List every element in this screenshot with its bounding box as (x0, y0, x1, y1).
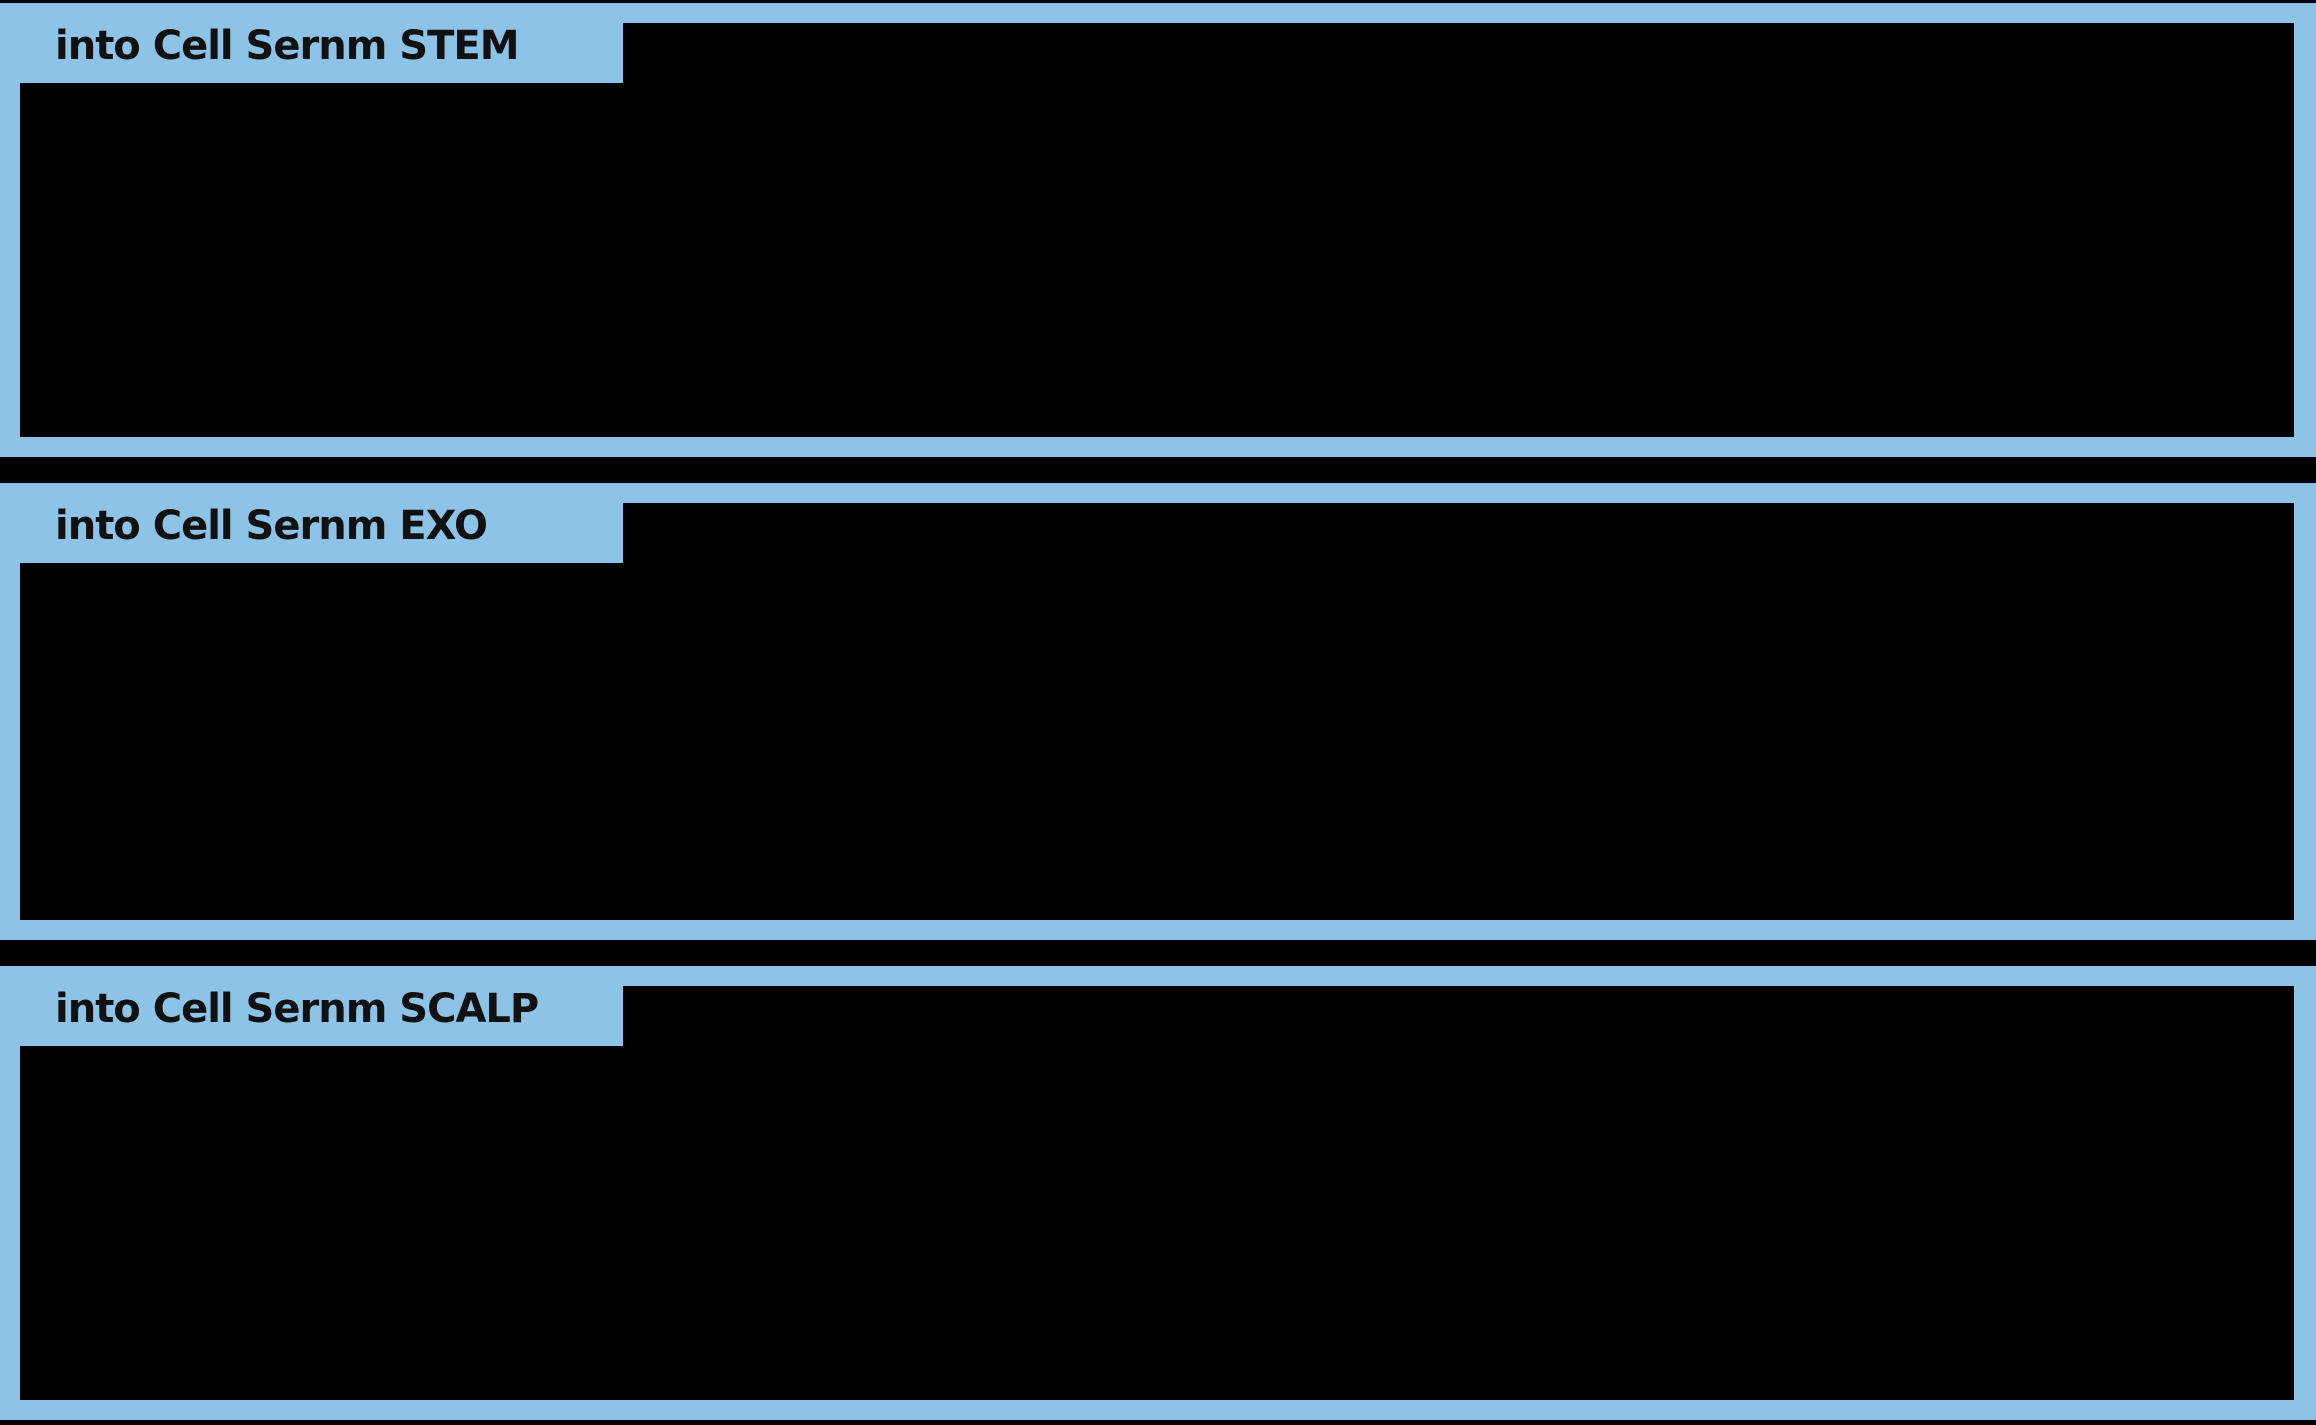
panel-tab-exo: into Cell Sernm EXO (0, 483, 623, 563)
panel-label-exo: into Cell Sernm EXO (55, 502, 488, 549)
panel-tab-scalp: into Cell Sernm SCALP (0, 966, 623, 1046)
media-placeholder-exo (20, 503, 2294, 920)
panel-exo: into Cell Sernm EXO (0, 483, 2316, 940)
panel-label-scalp: into Cell Sernm SCALP (55, 985, 539, 1032)
media-placeholder-stem (20, 23, 2294, 437)
panel-tab-stem: into Cell Sernm STEM (0, 3, 623, 83)
panel-scalp: into Cell Sernm SCALP (0, 966, 2316, 1420)
panel-label-stem: into Cell Sernm STEM (55, 22, 520, 69)
panel-stem: into Cell Sernm STEM (0, 3, 2316, 457)
media-placeholder-scalp (20, 986, 2294, 1400)
